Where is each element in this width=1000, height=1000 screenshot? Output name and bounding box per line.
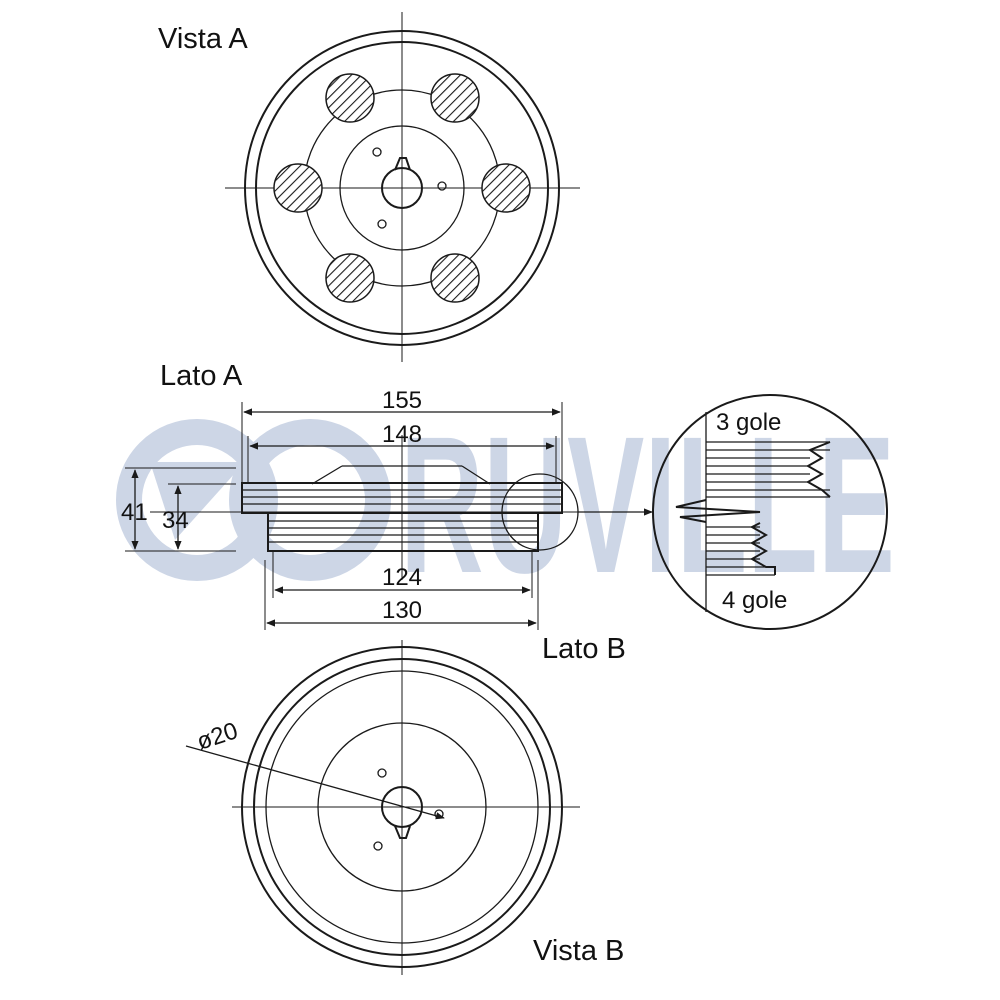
dim-148-label: 148 xyxy=(382,421,422,448)
dim-124: 124 xyxy=(272,551,533,598)
vista-a-view xyxy=(225,12,580,362)
detail-step-profile xyxy=(675,499,761,523)
detail-circle xyxy=(652,394,888,630)
dim-124-label: 124 xyxy=(382,564,422,591)
top-groove-profile xyxy=(805,441,831,498)
dim-155: 155 xyxy=(241,387,563,483)
brand-watermark: RUVILLE xyxy=(116,396,895,614)
vista-a-pin xyxy=(437,181,447,191)
bottom-groove-count: 4 gole xyxy=(722,587,787,614)
rim-side-b xyxy=(267,512,539,552)
top-groove-count: 3 gole xyxy=(716,409,781,436)
vista-b-rim-inner xyxy=(253,658,551,956)
vista-a-hole xyxy=(325,253,375,303)
lato-a-label: Lato A xyxy=(160,360,243,392)
vista-b-pin xyxy=(373,841,383,851)
vista-b-label: Vista B xyxy=(533,935,624,967)
watermark-text: RUVILLE xyxy=(400,396,895,614)
vista-a-pin xyxy=(372,147,382,157)
hub-boss xyxy=(311,465,343,485)
vista-a-hole xyxy=(325,73,375,123)
dim-130: 130 xyxy=(264,560,539,630)
vista-a-hole xyxy=(481,163,531,213)
vista-b-outer-rim xyxy=(241,646,563,968)
vista-b-view xyxy=(185,640,580,975)
hub-boss xyxy=(461,465,491,485)
vista-a-holes xyxy=(273,73,531,303)
vista-a-hub xyxy=(339,125,465,251)
vista-a-bore xyxy=(381,167,423,209)
dim-155-label: 155 xyxy=(382,387,422,414)
vista-a-pin xyxy=(377,219,387,229)
dim-34: 34 xyxy=(162,483,236,552)
vista-a-hole xyxy=(273,163,323,213)
vista-a-outer-rim xyxy=(244,30,560,346)
dim-41-label: 41 xyxy=(121,499,148,526)
vista-b-bore xyxy=(381,786,423,828)
vista-a-hole xyxy=(430,73,480,123)
vista-b-hub xyxy=(317,722,487,892)
lato-b-label: Lato B xyxy=(542,633,626,665)
dim-130-label: 130 xyxy=(382,597,422,624)
diameter-label: ø20 xyxy=(194,717,242,755)
diameter-leader xyxy=(185,745,445,820)
dim-148: 148 xyxy=(247,421,557,483)
vista-b-pin xyxy=(377,768,387,778)
rim-side-b-grooves xyxy=(268,520,538,543)
watermark-logo-icon xyxy=(116,419,391,581)
vista-a-keyway xyxy=(394,157,411,171)
vista-a-hole xyxy=(430,253,480,303)
detail-top-grooves xyxy=(706,441,831,498)
detail-bottom-grooves xyxy=(706,522,776,576)
dim-34-label: 34 xyxy=(162,507,189,534)
vista-b-web xyxy=(265,670,539,944)
vista-b-keyway xyxy=(394,825,411,839)
groove-detail: 3 gole 4 gole xyxy=(652,394,888,630)
vista-a-label: Vista A xyxy=(158,23,248,55)
vista-a-rim-inner xyxy=(255,41,549,335)
bottom-groove-profile xyxy=(749,522,776,575)
side-view xyxy=(150,435,653,580)
